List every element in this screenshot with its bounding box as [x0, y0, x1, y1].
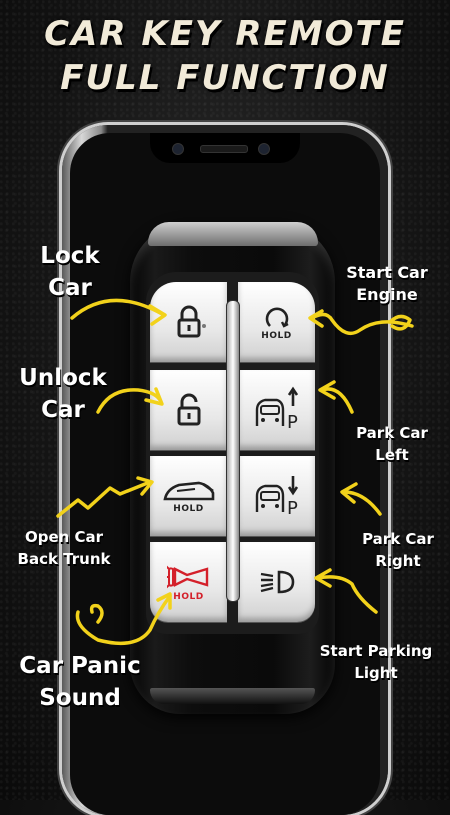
label-light-line2: Light — [354, 664, 398, 682]
label-trunk-line2: Back Trunk — [17, 550, 111, 568]
headline-line-2: FULL FUNCTION — [60, 58, 390, 98]
panic-arrow — [75, 594, 172, 646]
power-icon — [265, 307, 289, 328]
park-left-arrow — [320, 387, 354, 414]
park-left-letter: P — [287, 412, 298, 433]
label-park-right-line2: Right — [375, 552, 421, 570]
unlock-icon — [177, 393, 200, 426]
label-park-right-line1: Park Car — [362, 530, 434, 548]
label-start-line2: Engine — [356, 285, 418, 304]
light-arrow — [316, 575, 378, 614]
open-trunk-button[interactable]: HOLD — [150, 456, 227, 536]
label-light-line1: Start Parking — [319, 642, 433, 660]
park-right-letter: P — [287, 498, 298, 519]
label-panic-line1: Car Panic — [19, 653, 141, 679]
label-open-trunk: Open Car Back Trunk — [0, 526, 128, 570]
start-arrow — [310, 312, 414, 336]
label-trunk-line1: Open Car — [24, 528, 104, 546]
label-panic-line2: Sound — [39, 685, 121, 711]
label-unlock-line1: Unlock — [19, 365, 107, 391]
label-start-engine: Start Car Engine — [330, 262, 444, 306]
center-divider — [226, 300, 240, 602]
trunk-arrow — [56, 480, 152, 518]
sensor-icon — [258, 143, 270, 155]
park-car-right-icon: P — [255, 476, 298, 519]
park-left-button[interactable]: P — [238, 370, 315, 450]
label-park-left-line2: Left — [375, 446, 409, 464]
panic-hold-label: HOLD — [173, 591, 204, 602]
start-hold-label: HOLD — [261, 330, 292, 341]
label-lock-line1: Lock — [40, 243, 100, 269]
park-right-button[interactable]: P — [238, 456, 315, 536]
label-park-left-line1: Park Car — [356, 424, 428, 442]
phone-notch — [150, 133, 300, 163]
label-parking-light: Start Parking Light — [308, 640, 444, 684]
key-fob-bottom-cap — [150, 688, 315, 704]
label-park-right: Park Car Right — [350, 528, 446, 572]
label-start-line1: Start Car — [346, 263, 428, 282]
trunk-hold-label: HOLD — [173, 503, 204, 514]
speaker-grille — [200, 145, 248, 153]
unlock-button[interactable] — [150, 370, 227, 450]
key-fob-top-cap — [148, 222, 318, 246]
front-camera-icon — [172, 143, 184, 155]
horn-icon — [166, 565, 208, 588]
headlight-icon — [260, 570, 294, 594]
label-unlock-car: Unlock Car — [8, 362, 118, 426]
lock-button[interactable] — [150, 282, 227, 362]
label-car-panic: Car Panic Sound — [4, 650, 156, 714]
label-park-left: Park Car Left — [342, 422, 442, 466]
park-right-arrow — [342, 490, 382, 516]
label-lock-car: Lock Car — [30, 240, 110, 304]
start-engine-button[interactable]: HOLD — [238, 282, 315, 362]
headline-line-1: CAR KEY REMOTE — [44, 14, 406, 54]
park-car-left-icon: P — [255, 386, 298, 433]
parking-light-button[interactable] — [238, 542, 315, 622]
lock-icon — [177, 305, 206, 338]
label-unlock-line2: Car — [41, 397, 85, 423]
unlock-arrow — [96, 388, 162, 414]
trunk-icon — [162, 481, 214, 500]
label-lock-line2: Car — [48, 275, 92, 301]
